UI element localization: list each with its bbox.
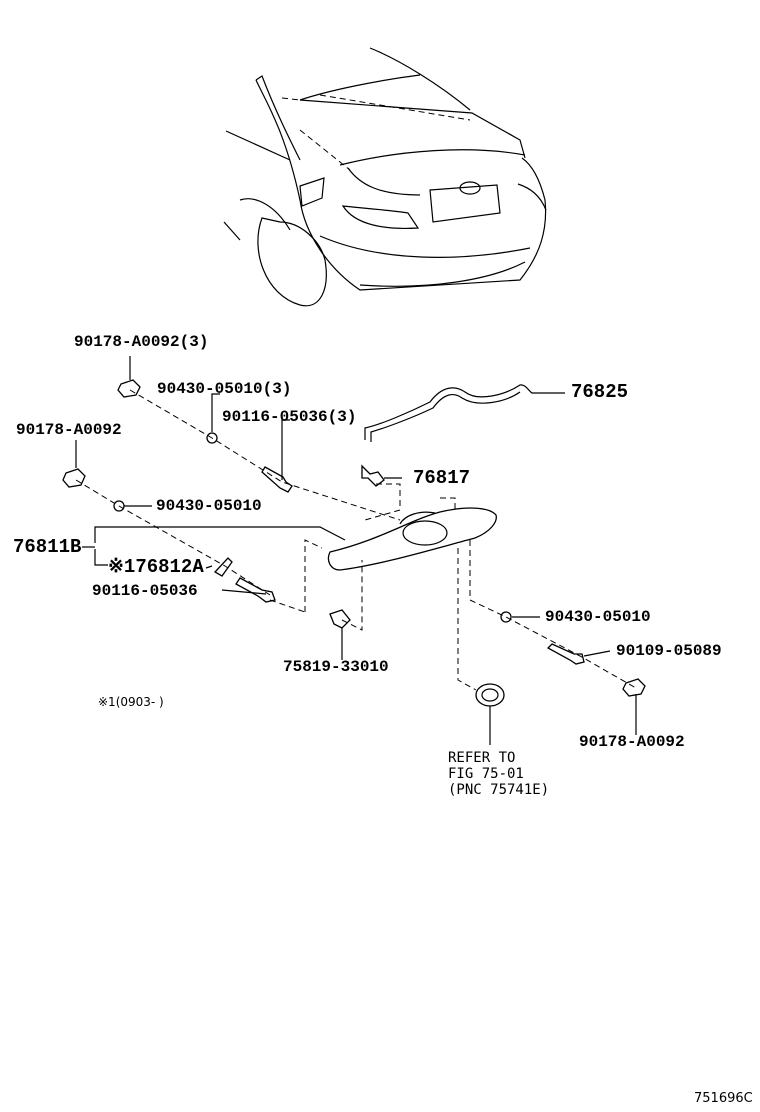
bolt-2 — [235, 577, 276, 603]
part-label: ※176812A — [108, 556, 204, 578]
part-label: 90116-05036(3) — [222, 408, 357, 426]
part-label: 90109-05089 — [616, 642, 722, 660]
clip-75819 — [329, 609, 351, 629]
figure-code: 751696C — [694, 1091, 753, 1106]
reference-line-1: REFER TO — [448, 750, 516, 766]
fastener-nut-1 — [117, 379, 141, 398]
part-label: 90116-05036 — [92, 582, 198, 600]
part-label: 76817 — [413, 467, 471, 489]
sedan-rear-view-icon — [223, 47, 547, 307]
fastener-nut-2 — [62, 468, 86, 488]
part-label: 75819-33010 — [283, 658, 389, 676]
weatherstrip-part — [364, 384, 565, 440]
fastener-nut-3 — [622, 678, 646, 697]
clip-76812A — [213, 557, 233, 577]
part-label: 76825 — [571, 381, 629, 403]
reference-line-3: (PNC 75741E) — [448, 782, 550, 798]
part-label: 90430-05010 — [545, 608, 651, 626]
part-label: 90430-05010 — [156, 497, 262, 515]
washer-3 — [500, 611, 512, 623]
footnote: ※1(0903- ) — [98, 695, 164, 709]
part-label: 90430-05010(3) — [157, 380, 292, 398]
part-label: 90178-A0092 — [16, 421, 122, 439]
bolt-3 — [546, 643, 585, 665]
part-label: 90178-A0092 — [579, 733, 685, 751]
emblem — [475, 683, 505, 707]
reference-line-2: FIG 75-01 — [448, 766, 524, 782]
part-label: 90178-A0092(3) — [74, 333, 209, 351]
garnish-part — [327, 507, 497, 571]
bolt-1 — [261, 466, 293, 493]
part-label: 76811B — [13, 536, 82, 558]
clip-76817 — [361, 464, 385, 487]
